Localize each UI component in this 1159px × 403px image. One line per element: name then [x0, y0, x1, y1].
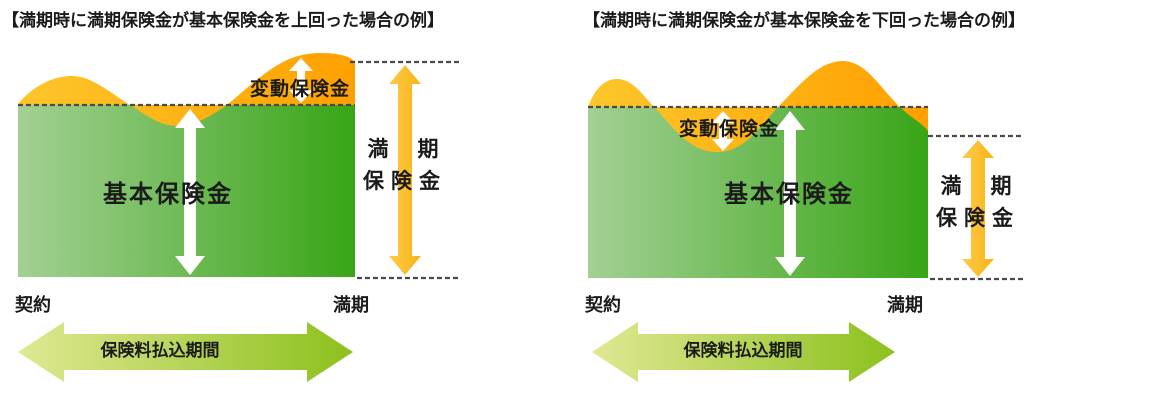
variable-benefit-label: 変動保険金	[678, 118, 780, 140]
basic-benefit-arrow	[775, 111, 805, 276]
payment-period-arrow	[592, 322, 895, 382]
left-diagram	[18, 53, 460, 382]
contract-label: 契約	[15, 295, 51, 316]
maturity-label: 満期	[887, 295, 923, 316]
variable-benefit-wave-area	[18, 53, 355, 126]
maturity-benefit-label-line1: 満 期	[940, 174, 1016, 198]
variable-benefit-arrow	[712, 111, 734, 151]
payment-period-arrow	[18, 322, 353, 382]
panel-title: 【満期時に満期保険金が基本保険金を下回った場合の例】	[583, 11, 1025, 31]
variable-benefit-label: 変動保険金	[249, 78, 351, 100]
maturity-benefit-label-line1: 満 期	[367, 137, 443, 161]
maturity-benefit-arrow	[389, 65, 421, 275]
variable-benefit-arrow	[289, 58, 313, 103]
variable-benefit-wave-area	[588, 61, 928, 152]
payment-period-label: 保険料払込期間	[683, 341, 803, 362]
basic-benefit-area	[588, 107, 928, 278]
maturity-benefit-label-line2: 保険金	[363, 169, 447, 193]
maturity-benefit-label-line2: 保険金	[936, 206, 1020, 230]
basic-benefit-label: 基本保険金	[724, 180, 854, 208]
panel-left-maturity-above: 【満期時に満期保険金が基本保険金を上回った場合の例】 変動保険金 基本保険金 満…	[0, 0, 575, 403]
basic-benefit-arrow	[175, 109, 205, 275]
panel-right-maturity-below: 【満期時に満期保険金が基本保険金を下回った場合の例】 変動保険金 基本保険金 満…	[575, 0, 1159, 403]
right-diagram	[588, 61, 1023, 382]
payment-period-label: 保険料払込期間	[100, 341, 220, 362]
panel-title: 【満期時に満期保険金が基本保険金を上回った場合の例】	[2, 11, 444, 31]
maturity-benefit-arrow	[962, 140, 994, 277]
maturity-label: 満期	[333, 295, 369, 316]
contract-label: 契約	[585, 295, 621, 316]
basic-benefit-label: 基本保険金	[103, 180, 233, 208]
